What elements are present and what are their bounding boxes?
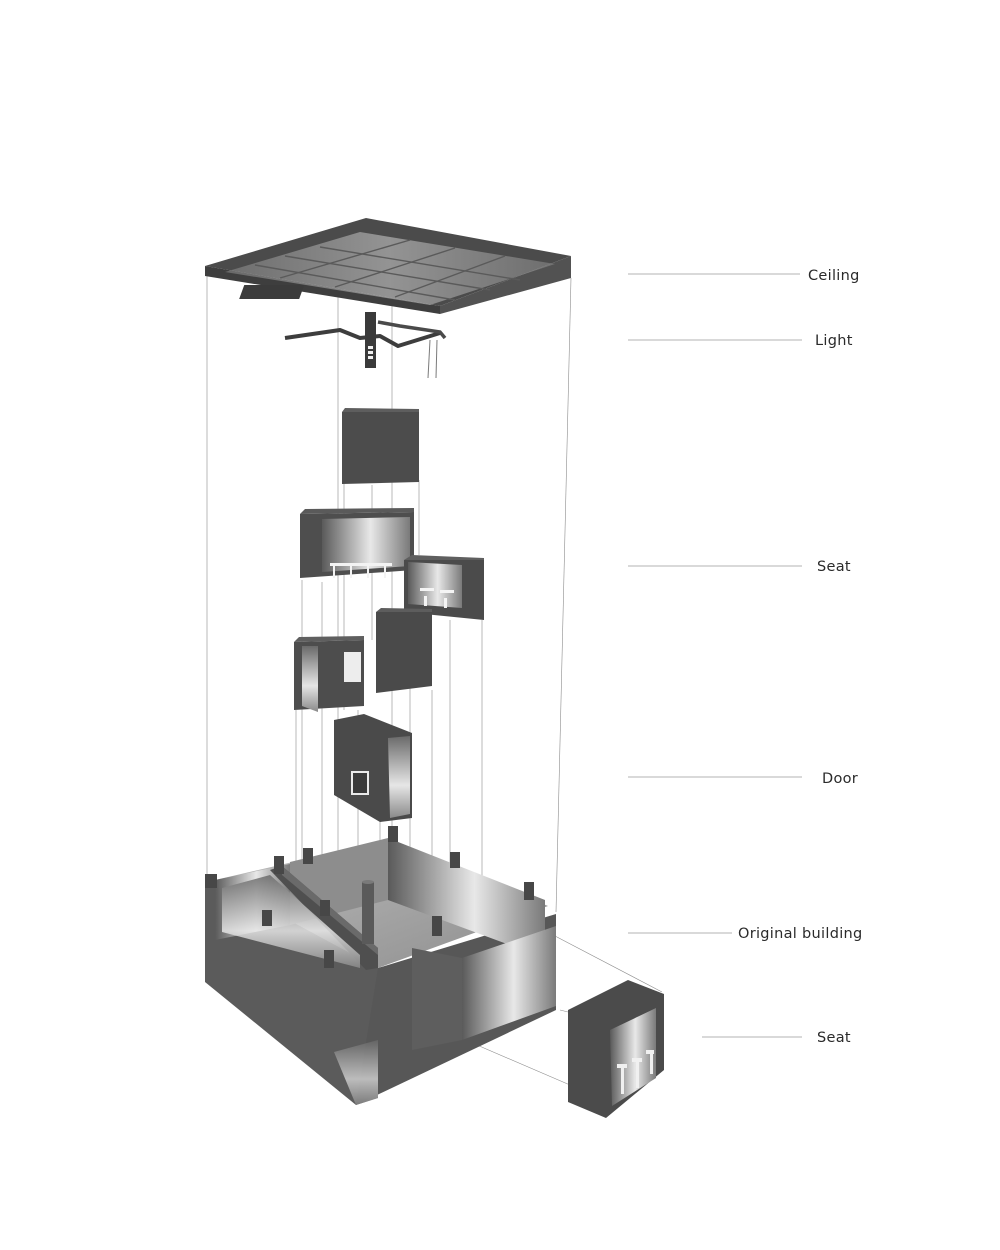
original-building-component — [205, 826, 556, 1105]
seat-block-tall — [376, 608, 432, 693]
label-light: Light — [815, 333, 853, 349]
seat-box-left — [294, 636, 364, 712]
label-original-building: Original building — [738, 926, 863, 942]
seat-bench-long — [300, 508, 414, 578]
seat-block-top — [342, 408, 419, 484]
label-door: Door — [822, 771, 858, 787]
seat-box-lower — [568, 980, 664, 1118]
seat-box-right — [404, 555, 484, 620]
label-seat-lower: Seat — [817, 1030, 851, 1046]
light-fixture-component — [284, 312, 447, 379]
labels: Ceiling Light Seat Door Original buildin… — [628, 268, 863, 1046]
door-component — [334, 714, 412, 822]
ceiling-component — [205, 218, 571, 314]
label-seat-upper: Seat — [817, 559, 851, 575]
label-ceiling: Ceiling — [808, 268, 860, 284]
